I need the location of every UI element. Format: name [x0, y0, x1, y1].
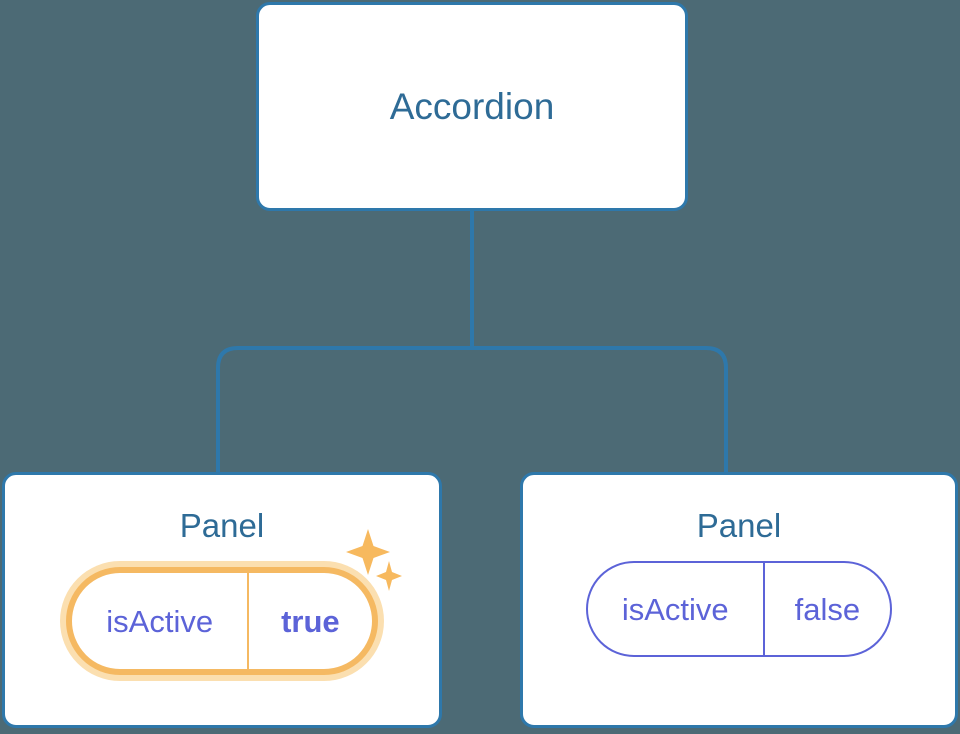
prop-value-label: true [247, 573, 372, 669]
node-panel-inactive-title: Panel [696, 507, 782, 544]
node-panel-active-body: Panel isActive true [5, 475, 439, 725]
node-accordion-title: Accordion [389, 85, 555, 127]
node-panel-active-title: Panel [179, 507, 265, 544]
prop-pill-inactive-wrap: isActive false [585, 561, 893, 657]
node-panel-inactive-body: Panel isActive false [523, 475, 955, 725]
connector-branch-bus [216, 346, 728, 472]
prop-pill-is-active-false[interactable]: isActive false [585, 561, 893, 657]
node-panel-inactive[interactable]: Panel isActive false [520, 472, 958, 728]
prop-key-label: isActive [621, 591, 729, 627]
node-panel-active[interactable]: Panel isActive true [2, 472, 442, 728]
prop-pill-highlight-glow: isActive true [60, 561, 384, 681]
prop-value-label: false [762, 563, 890, 655]
prop-pill-active-wrap: isActive true [60, 529, 402, 681]
prop-key-label: isActive [106, 603, 214, 639]
prop-pill-is-active-true[interactable]: isActive true [66, 567, 378, 675]
node-accordion[interactable]: Accordion [256, 2, 688, 211]
